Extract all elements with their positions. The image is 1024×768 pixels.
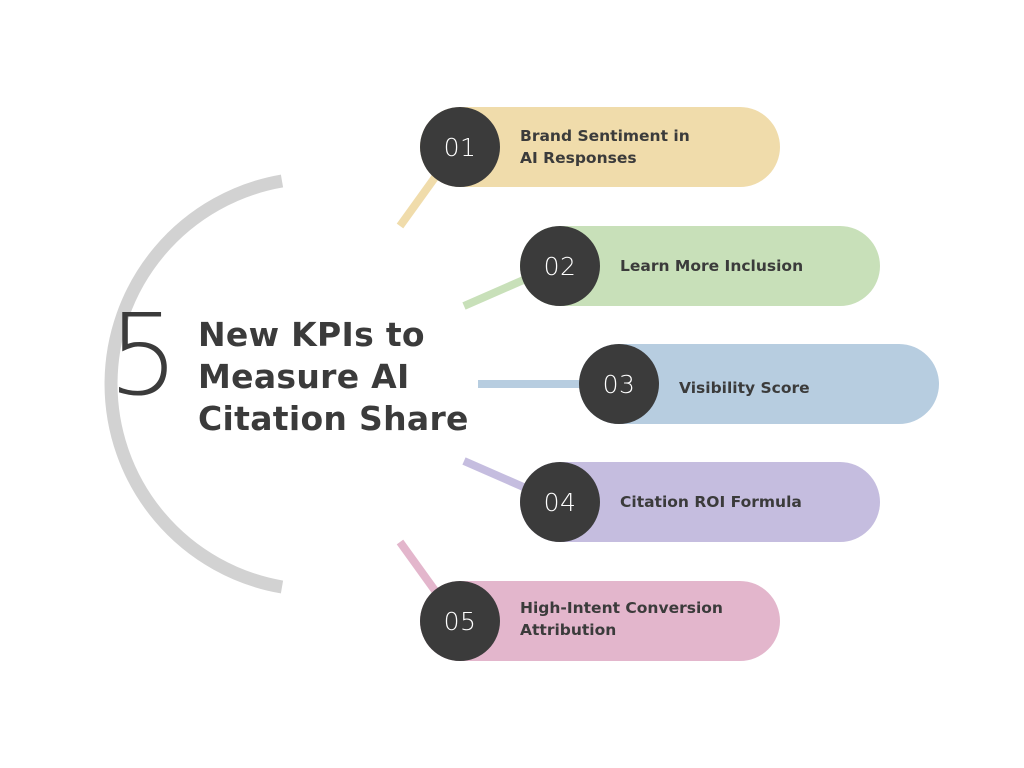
- kpi-label-04-line-1: Citation ROI Formula: [620, 493, 802, 511]
- kpi-number-badge-05: 05: [420, 581, 500, 661]
- connector-01: [396, 173, 440, 229]
- title-line-3: Citation Share: [198, 399, 469, 438]
- kpi-label-05: High-Intent Conversion Attribution: [520, 579, 723, 659]
- kpi-label-04: Citation ROI Formula: [620, 462, 802, 542]
- kpi-label-02-line-1: Learn More Inclusion: [620, 257, 804, 275]
- kpi-label-05-line-1: High-Intent Conversion: [520, 599, 723, 617]
- page-title: New KPIs to Measure AI Citation Share: [198, 314, 478, 440]
- kpi-label-03: Visibility Score: [679, 348, 810, 428]
- connector-04: [462, 457, 530, 493]
- arc: [104, 174, 284, 594]
- title-line-2: Measure AI: [198, 357, 410, 396]
- kpi-label-05-line-2: Attribution: [520, 621, 617, 639]
- kpi-number-badge-04: 04: [520, 462, 600, 542]
- connector-05: [396, 539, 440, 595]
- kpi-number-badge-01: 01: [420, 107, 500, 187]
- title-line-1: New KPIs to: [198, 315, 425, 354]
- kpi-label-03-line-1: Visibility Score: [679, 379, 810, 397]
- kpi-count-number: 5: [108, 291, 180, 421]
- kpi-label-01: Brand Sentiment in AI Responses: [520, 107, 690, 187]
- kpi-label-02: Learn More Inclusion: [620, 226, 803, 306]
- kpi-label-01-line-1: Brand Sentiment in: [520, 127, 690, 145]
- connector-02: [462, 274, 530, 310]
- kpi-label-01-line-2: AI Responses: [520, 149, 637, 167]
- kpi-number-badge-02: 02: [520, 226, 600, 306]
- kpi-number-badge-03: 03: [579, 344, 659, 424]
